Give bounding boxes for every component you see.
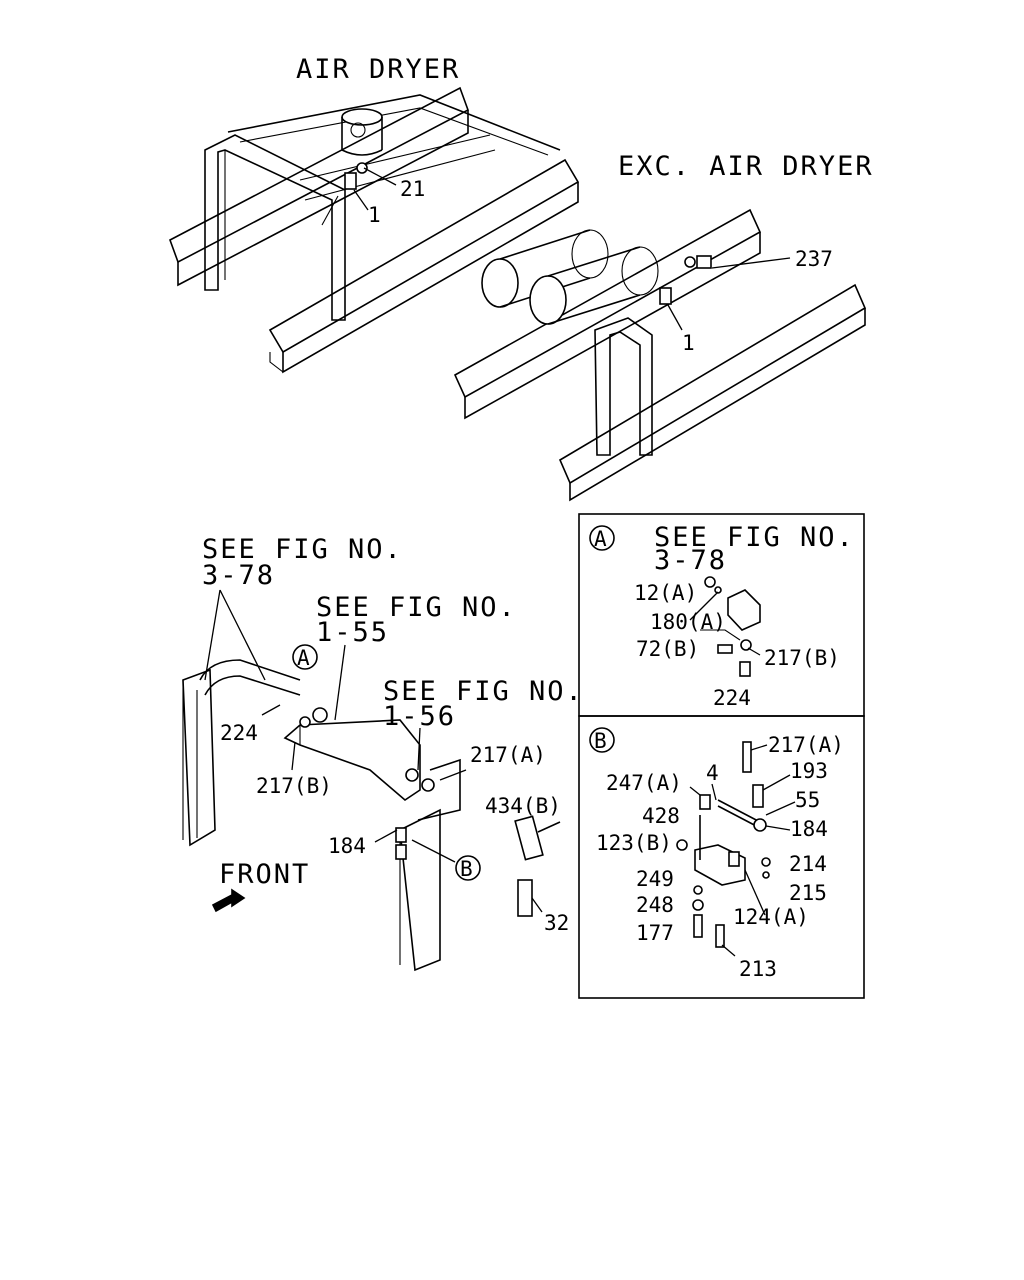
detail-a-marker: A <box>594 527 607 551</box>
callout-21: 21 <box>400 177 425 201</box>
ref-fig-3-78: 3-78 <box>202 560 275 591</box>
exc-air-dryer-title: EXC. AIR DRYER <box>618 151 874 182</box>
callout-55: 55 <box>795 788 820 812</box>
callout-193: 193 <box>790 759 828 783</box>
detail-a-ref-2: 3-78 <box>654 545 727 576</box>
front-label: FRONT <box>219 859 310 890</box>
callout-428: 428 <box>642 804 680 828</box>
callout-12a: 12(A) <box>634 581 697 605</box>
ref-fig-1-56: 1-56 <box>383 701 456 732</box>
callout-32: 32 <box>544 911 569 935</box>
callout-124a: 124(A) <box>733 905 809 929</box>
ref-see-fig-1: SEE FIG NO. <box>202 534 403 565</box>
callout-123b: 123(B) <box>596 831 672 855</box>
detail-a-ref-1: SEE FIG NO. <box>654 522 855 553</box>
callout-184-detail: 184 <box>790 817 828 841</box>
callout-217b-detail: 217(B) <box>764 646 840 670</box>
callout-184: 184 <box>328 834 366 858</box>
air-dryer-view: AIR DRYER 21 1 <box>169 54 580 374</box>
callout-237: 237 <box>795 247 833 271</box>
detail-b-box: B 217(A) 247(A) 4 193 55 428 184 <box>578 715 865 999</box>
callout-248: 248 <box>636 893 674 917</box>
detail-b-marker: B <box>594 729 607 753</box>
callout-249: 249 <box>636 867 674 891</box>
callout-217a-detail: 217(A) <box>768 733 844 757</box>
callout-224-detail: 224 <box>713 686 751 710</box>
ref-see-fig-3: SEE FIG NO. <box>383 676 584 707</box>
callout-217b: 217(B) <box>256 774 332 798</box>
callout-214: 214 <box>789 852 827 876</box>
callout-1-exc: 1 <box>682 331 695 355</box>
callout-1: 1 <box>368 203 381 227</box>
callout-217a: 217(A) <box>470 743 546 767</box>
callout-215: 215 <box>789 881 827 905</box>
detail-marker-b: B <box>460 857 473 881</box>
ref-fig-1-55: 1-55 <box>316 617 389 648</box>
ref-see-fig-2: SEE FIG NO. <box>316 592 517 623</box>
callout-247a: 247(A) <box>606 771 682 795</box>
callout-213: 213 <box>739 957 777 981</box>
main-view: A B SEE FIG NO. 3-78 SEE FIG NO. 1-55 SE… <box>182 534 584 972</box>
detail-a-box: A SEE FIG NO. 3-78 12(A) 180(A) 72(B) 21… <box>578 513 865 717</box>
detail-marker-a: A <box>297 646 310 670</box>
air-dryer-title: AIR DRYER <box>296 54 460 85</box>
callout-434b: 434(B) <box>485 794 561 818</box>
callout-72b: 72(B) <box>636 637 699 661</box>
callout-180a: 180(A) <box>650 610 726 634</box>
exc-air-dryer-view: EXC. AIR DRYER 237 1 <box>453 151 874 502</box>
callout-224: 224 <box>220 721 258 745</box>
callout-4: 4 <box>706 761 719 785</box>
callout-177: 177 <box>636 921 674 945</box>
